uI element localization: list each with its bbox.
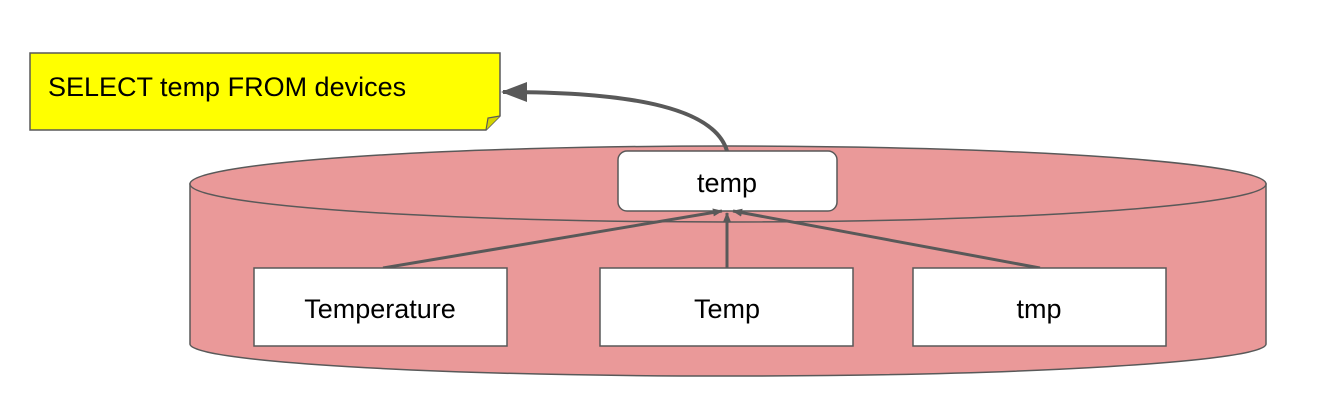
query-note-fold xyxy=(485,115,501,131)
source-field-box: Temperature xyxy=(253,267,508,347)
query-note: SELECT temp FROM devices xyxy=(29,52,501,131)
query-note-text: SELECT temp FROM devices xyxy=(48,72,406,102)
source-field-rect xyxy=(253,267,508,347)
canonical-field-label: temp xyxy=(697,168,757,198)
source-field-box: Temp xyxy=(599,267,854,347)
source-field-rect xyxy=(912,267,1167,347)
source-field-label: Temp xyxy=(694,294,760,324)
query-arrow xyxy=(501,82,729,152)
mapping-arrow-temperature xyxy=(382,208,723,270)
source-field-label: Temperature xyxy=(304,294,456,324)
canonical-field-rect xyxy=(617,150,838,212)
source-field-rect xyxy=(599,267,854,347)
canonical-field-box: temp xyxy=(617,150,838,212)
mapping-arrow-tmp xyxy=(732,208,1041,270)
source-field-label: tmp xyxy=(1016,294,1061,324)
source-field-box: tmp xyxy=(912,267,1167,347)
